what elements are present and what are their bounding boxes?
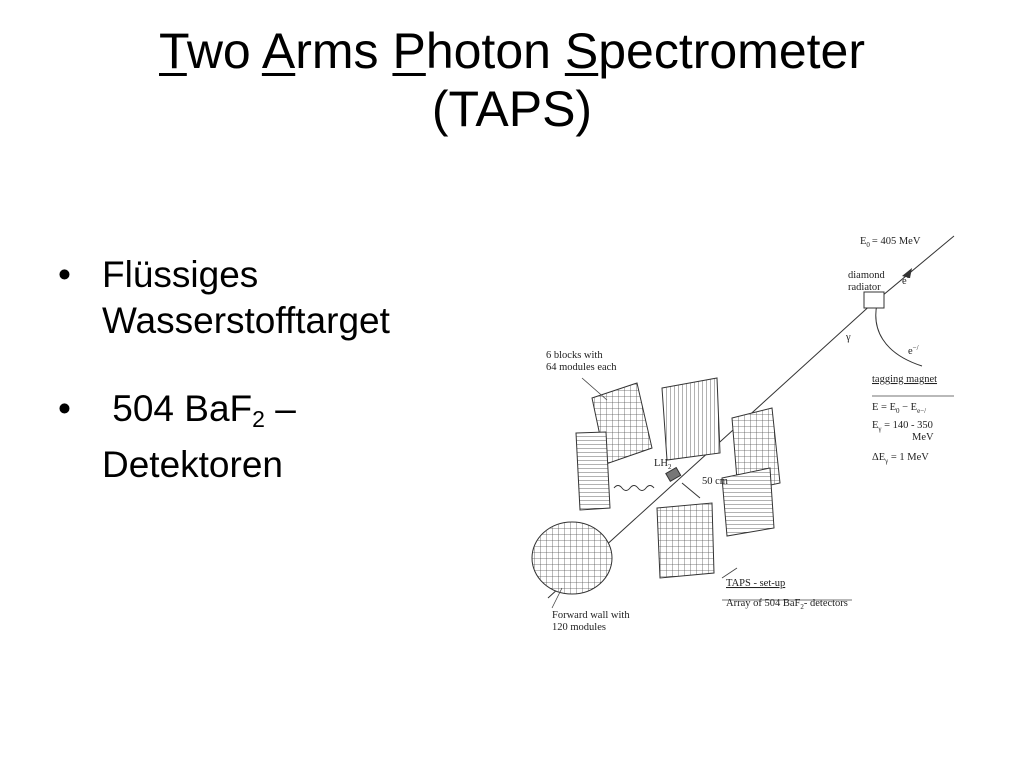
- tagging-magnet-label: tagging magnet: [872, 374, 937, 385]
- title-initial-p: P: [392, 23, 426, 79]
- slide-title: Two Arms Photon Spectrometer (TAPS): [0, 22, 1024, 138]
- beam-energy-label: E0= 405 MeV: [860, 236, 921, 249]
- detector-block: [656, 502, 715, 579]
- taps-setup-drawing: E0= 405 MeV diamond radiator e− e−/ γ 6 …: [531, 235, 955, 633]
- bullet-item-detectors: • 504 BaF2 – Detektoren: [58, 386, 478, 488]
- detector-block: [575, 431, 611, 511]
- bullet-list: • Flüssiges Wasserstofftarget • 504 BaF2…: [58, 252, 478, 530]
- lh2-target: [613, 466, 701, 499]
- bullet-2-text: 504 BaF: [112, 388, 253, 429]
- scattered-electron-label: e−/: [908, 344, 919, 357]
- title-initial-t: T: [159, 23, 187, 79]
- diamond-radiator: [863, 291, 885, 309]
- bullet-marker: •: [58, 388, 71, 429]
- tagging-equation-2-unit: MeV: [912, 432, 934, 443]
- blocks-label-line-2: 64 modules each: [546, 362, 617, 373]
- title-word-arms: rms: [295, 23, 379, 79]
- photon-label: γ: [845, 332, 851, 343]
- radiator-label: radiator: [848, 282, 881, 293]
- title-line-1: Two Arms Photon Spectrometer: [0, 22, 1024, 80]
- title-line-2: (TAPS): [431, 81, 593, 137]
- detector-block: [661, 377, 721, 461]
- beam-arrow-icon: [902, 268, 912, 278]
- blocks-label-line-1: 6 blocks with: [546, 350, 603, 361]
- title-word-two: wo: [186, 23, 251, 79]
- diamond-label: diamond: [848, 270, 885, 281]
- distance-label: 50 cm: [702, 476, 728, 487]
- title-word-spectrometer: pectrometer: [598, 23, 865, 79]
- bullet-item-target: • Flüssiges Wasserstofftarget: [58, 252, 478, 344]
- detector-blocks: [531, 377, 781, 595]
- array-label: Array of 504 BaF2- detectors: [726, 598, 848, 611]
- forward-wall: [531, 521, 613, 595]
- bullet-1-line-2: Wasserstofftarget: [102, 300, 390, 341]
- forward-wall-label-line-2: 120 modules: [552, 622, 606, 633]
- tagging-equation-1: E = E0 − Ee−/: [872, 402, 926, 415]
- electron-label: e−: [902, 274, 911, 287]
- title-initial-a: A: [261, 23, 296, 79]
- bullet-2-line-2: Detektoren: [102, 444, 283, 485]
- detector-block: [721, 467, 775, 537]
- bullet-2-dash: –: [275, 388, 296, 429]
- title-initial-s: S: [564, 23, 599, 79]
- taps-setup-figure: E0= 405 MeV diamond radiator e− e−/ γ 6 …: [522, 228, 974, 644]
- forward-wall-label-line-1: Forward wall with: [552, 610, 630, 621]
- setup-label: TAPS - set-up: [726, 578, 785, 589]
- target-label: LH2: [654, 458, 672, 471]
- bullet-2-subscript: 2: [252, 406, 265, 432]
- bullet-1-line-1: Flüssiges: [102, 254, 259, 295]
- callout-lines: [551, 377, 954, 609]
- tagging-equation-2: Eγ = 140 - 350: [872, 420, 933, 433]
- bullet-marker: •: [58, 254, 71, 295]
- tagging-equation-3: ΔEγ = 1 MeV: [872, 452, 929, 465]
- title-word-photon: hoton: [425, 23, 551, 79]
